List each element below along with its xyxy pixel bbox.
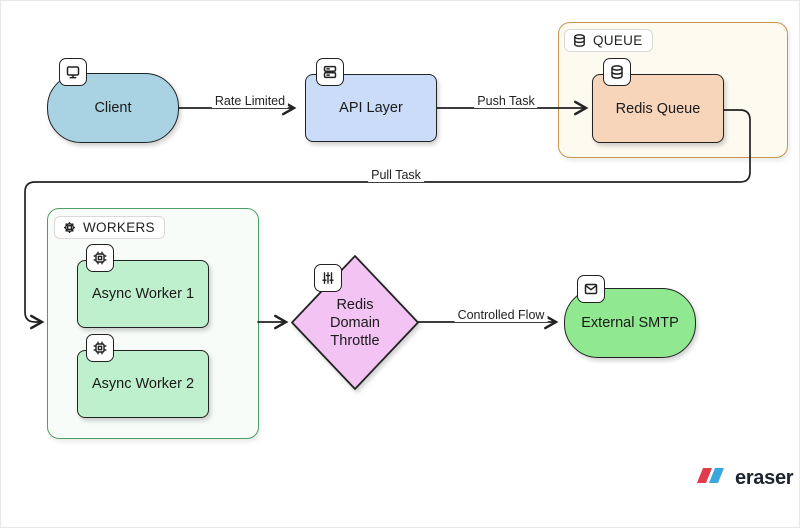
eraser-logo[interactable]: eraser [695, 466, 794, 490]
node-external-smtp-label: External SMTP [581, 315, 679, 331]
eraser-logo-mark-icon [695, 466, 728, 490]
group-queue-label-chip: QUEUE [564, 29, 653, 52]
chip-icon [86, 334, 114, 362]
group-queue-label: QUEUE [593, 33, 643, 48]
gear-icon [62, 220, 77, 235]
node-async-worker-2-label: Async Worker 2 [91, 376, 195, 392]
server-icon [316, 58, 344, 86]
eraser-logo-text: eraser [735, 466, 794, 489]
node-redis-domain-throttle[interactable]: Redis Domain Throttle [288, 252, 422, 393]
edge-label-controlled-flow: Controlled Flow [454, 308, 548, 322]
database-icon [603, 58, 631, 86]
group-workers-label-chip: WORKERS [54, 216, 165, 239]
edge-label-rate-limited: Rate Limited [211, 94, 289, 108]
database-icon [572, 33, 587, 48]
node-async-worker-1[interactable]: Async Worker 1 [77, 260, 209, 328]
node-async-worker-1-label: Async Worker 1 [91, 286, 195, 302]
mail-icon [577, 275, 605, 303]
chip-icon [86, 244, 114, 272]
node-redis-domain-throttle-label: Redis Domain Throttle [330, 296, 380, 349]
monitor-icon [59, 58, 87, 86]
node-api-layer-label: API Layer [339, 100, 403, 116]
node-redis-queue-label: Redis Queue [615, 100, 701, 117]
node-client-label: Client [94, 100, 132, 116]
node-async-worker-2[interactable]: Async Worker 2 [77, 350, 209, 418]
node-client[interactable]: Client [47, 73, 179, 143]
sliders-icon [314, 264, 342, 292]
edge-label-push-task: Push Task [474, 94, 538, 108]
edge-label-pull-task: Pull Task [368, 168, 424, 182]
group-workers-label: WORKERS [83, 220, 155, 235]
edge-pull-task [24, 109, 751, 330]
